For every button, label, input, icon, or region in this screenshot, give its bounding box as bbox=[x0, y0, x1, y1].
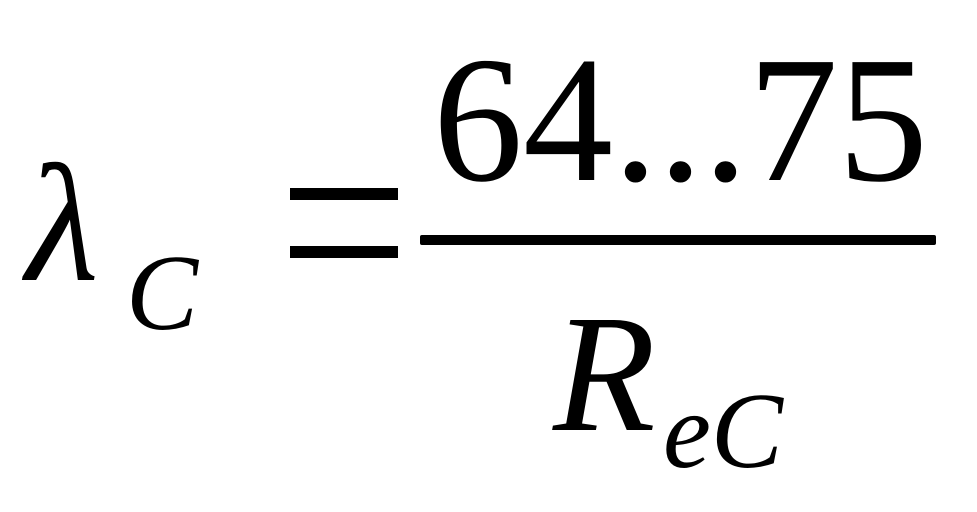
equals-sign bbox=[290, 188, 398, 258]
lambda-subscript: C bbox=[126, 234, 199, 353]
denominator-subscript: eC bbox=[663, 372, 783, 491]
lambda-symbol: λ bbox=[26, 131, 99, 317]
equals-bar-bottom bbox=[290, 246, 398, 258]
denominator-symbol: R bbox=[553, 281, 656, 467]
fraction-bar bbox=[420, 235, 936, 245]
equals-bar-top bbox=[290, 188, 398, 200]
fraction-numerator: 64...75 bbox=[433, 20, 928, 219]
